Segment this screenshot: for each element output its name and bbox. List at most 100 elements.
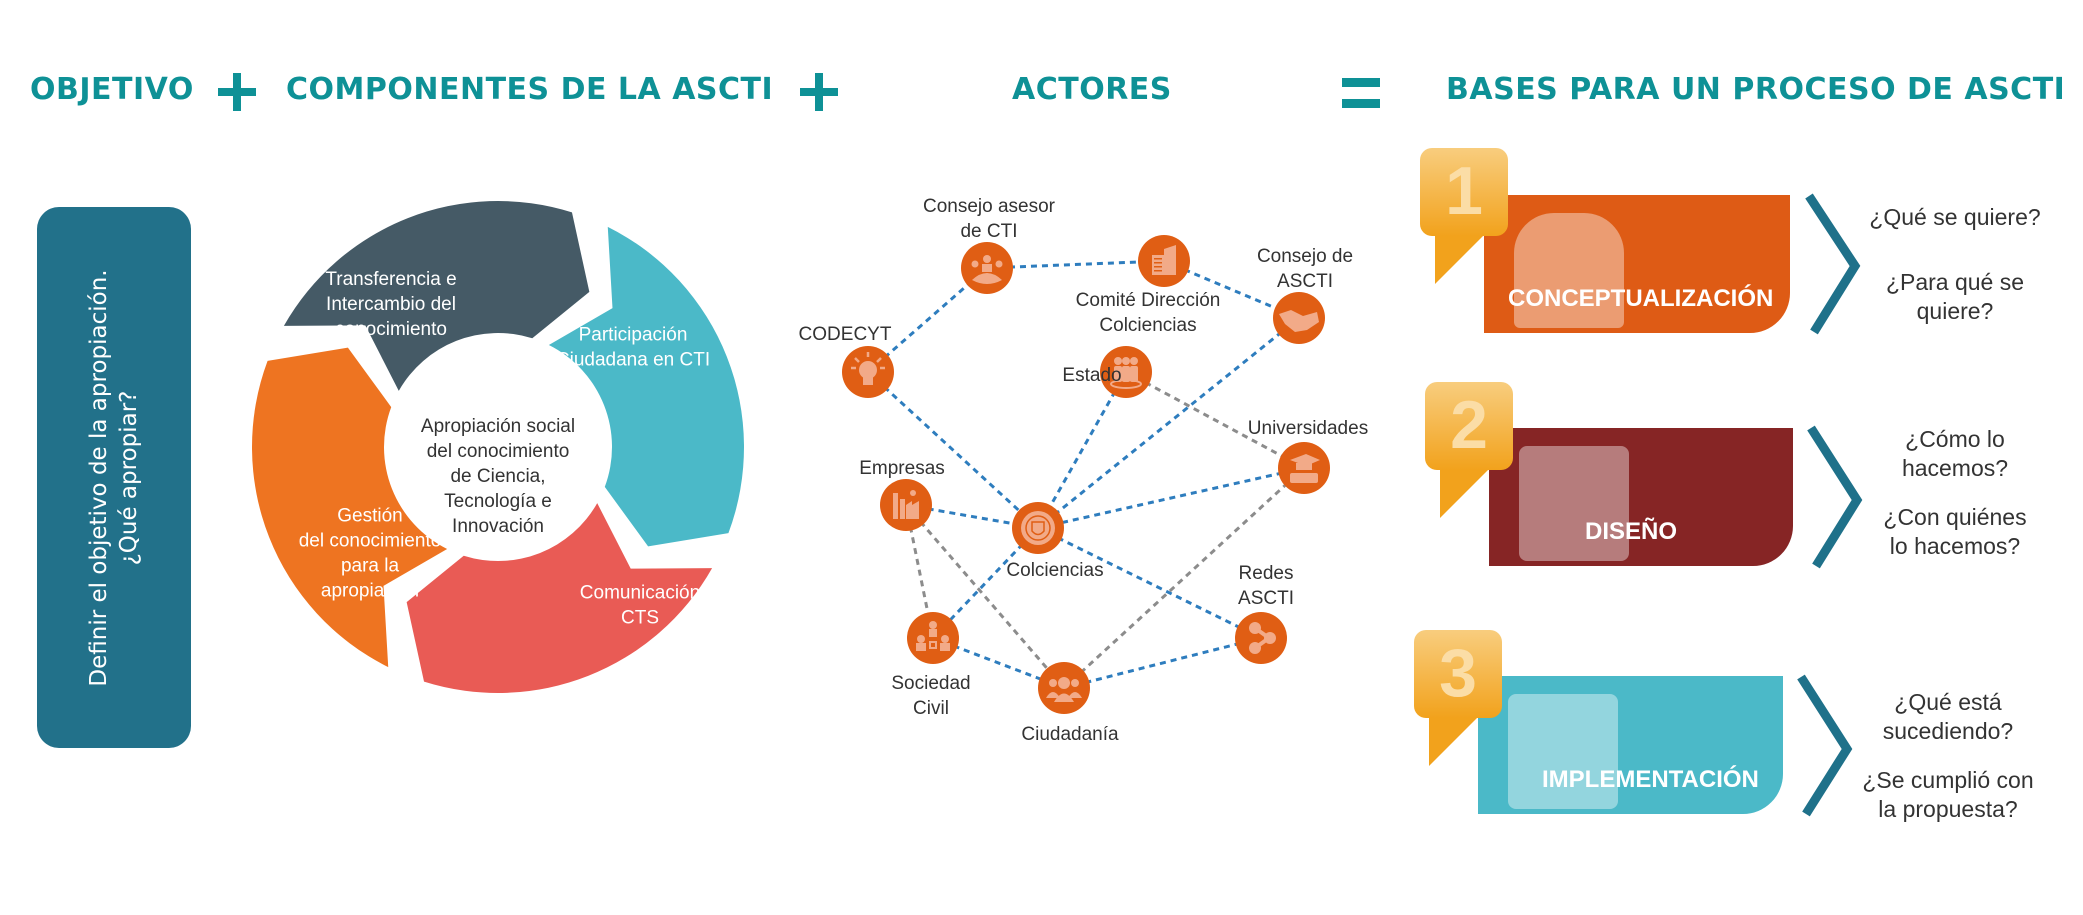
actor-node-consejo_asesor bbox=[961, 242, 1013, 294]
network-people-icon bbox=[916, 621, 950, 651]
actor-label-consejo_ascti: Consejo de bbox=[1257, 246, 1353, 267]
group-icon bbox=[1110, 357, 1142, 389]
actor-label-redes: ASCTI bbox=[1238, 588, 1294, 609]
center-circle bbox=[392, 341, 604, 553]
ring-segment-0 bbox=[283, 201, 590, 391]
lightbulb-icon bbox=[851, 352, 885, 385]
actor-label-sociedad_civil: Sociedad bbox=[891, 673, 970, 694]
plus-operator-1 bbox=[218, 73, 256, 111]
actor-node-consejo_ascti bbox=[1273, 292, 1325, 344]
step-number-badge-2: 2 bbox=[1425, 382, 1513, 470]
ring-segment-2-label: Comunicación bbox=[580, 583, 700, 604]
link-empresas-ciudadania bbox=[904, 504, 1066, 689]
actor-node-ciudadania bbox=[1038, 662, 1090, 714]
step-1-question-1: ¿Qué se quiere? bbox=[1869, 204, 2041, 230]
chevron-right-icon bbox=[1805, 193, 1861, 335]
person-laptop-icon bbox=[1514, 213, 1624, 328]
step-badge-tail bbox=[1435, 234, 1485, 284]
actor-node-circle bbox=[1235, 612, 1287, 664]
factory-icon bbox=[893, 490, 919, 519]
step-number-badge-3: 3 bbox=[1414, 630, 1502, 718]
center-label-1: del conocimiento bbox=[427, 441, 570, 462]
actor-node-codecyt bbox=[842, 346, 894, 398]
step-label-1: CONCEPTUALIZACIÓN bbox=[1508, 285, 1774, 312]
actor-node-colciencias bbox=[1012, 502, 1064, 554]
actor-label-empresas: Empresas bbox=[859, 458, 945, 479]
ring-segment-0-label: Transferencia e bbox=[325, 269, 456, 290]
people-icon bbox=[1046, 677, 1082, 702]
link-ciudadania-redes bbox=[1063, 636, 1262, 690]
objective-box: Definir el objetivo de la apropiación. ¿… bbox=[37, 207, 191, 748]
step-number: 1 bbox=[1445, 153, 1483, 229]
step-badge-tail bbox=[1440, 468, 1490, 518]
center-label-2: de Ciencia, bbox=[450, 466, 545, 487]
center-label-0: Apropiación social bbox=[421, 416, 575, 437]
actor-node-estado bbox=[1100, 346, 1152, 398]
ring-segment-3-label: para la bbox=[341, 556, 400, 577]
coat-of-arms-icon bbox=[1021, 511, 1055, 545]
actor-node-universidades bbox=[1278, 442, 1330, 494]
ring-segment-3-label: apropiación bbox=[321, 581, 419, 602]
step-number-badge-1: 1 bbox=[1420, 148, 1508, 236]
actor-label-consejo_ascti: ASCTI bbox=[1277, 271, 1333, 292]
share-icon bbox=[1249, 622, 1276, 654]
step-badge-tail bbox=[1429, 716, 1479, 766]
link-codecyt-colciencias bbox=[866, 370, 1040, 530]
ring-segment-3 bbox=[252, 347, 448, 668]
computer-mouse-icon bbox=[1519, 446, 1629, 561]
chevron-right-icon bbox=[1797, 674, 1853, 817]
link-estado-colciencias bbox=[1036, 371, 1128, 529]
step-label-2: DISEÑO bbox=[1585, 518, 1678, 545]
actor-node-sociedad_civil bbox=[907, 612, 959, 664]
actor-label-comite: Comité Dirección bbox=[1076, 290, 1221, 311]
ring-segment-0-label: Intercambio del bbox=[326, 294, 456, 315]
ring-segment-1 bbox=[548, 226, 745, 547]
link-consejo_asesor-comite bbox=[986, 259, 1165, 270]
actor-label-comite: Colciencias bbox=[1099, 315, 1196, 336]
actor-label-universidades: Universidades bbox=[1248, 418, 1368, 439]
step-card-2: DISEÑO bbox=[1489, 428, 1793, 566]
ring-segment-2-label: CTS bbox=[621, 608, 659, 629]
building-icon bbox=[1152, 245, 1176, 275]
link-universidades-colciencias bbox=[1037, 466, 1305, 530]
link-colciencias-redes bbox=[1037, 526, 1262, 640]
actor-label-codecyt: CODECYT bbox=[799, 324, 892, 345]
graduation-cap-icon bbox=[1290, 454, 1320, 483]
ring-segment-1-label: Ciudadana en CTI bbox=[556, 350, 710, 371]
step-chevrons bbox=[1797, 193, 1863, 817]
actor-node-empresas bbox=[880, 479, 932, 531]
actor-label-estado: Estado bbox=[1062, 365, 1121, 386]
link-estado-universidades bbox=[1125, 370, 1305, 470]
actor-label-ciudadania: Ciudadanía bbox=[1021, 724, 1119, 745]
actor-label-consejo_asesor: Consejo asesor bbox=[923, 196, 1056, 217]
ring-segment-1-label: Participación bbox=[579, 325, 688, 346]
actor-label-redes: Redes bbox=[1239, 563, 1294, 584]
handshake-icon bbox=[1279, 310, 1319, 332]
meeting-icon bbox=[971, 255, 1003, 284]
link-consejo_ascti-colciencias bbox=[1037, 316, 1300, 530]
tablet-chart-icon bbox=[1508, 694, 1618, 809]
equals-operator bbox=[1342, 78, 1380, 108]
ring-segment-0-label: conocimiento bbox=[335, 319, 447, 340]
step-number: 3 bbox=[1439, 635, 1477, 711]
components-center: Apropiación social del conocimiento de C… bbox=[392, 341, 604, 553]
actor-node-comite bbox=[1138, 235, 1190, 287]
step-label-3: IMPLEMENTACIÓN bbox=[1542, 766, 1759, 793]
step-card-1: CONCEPTUALIZACIÓN bbox=[1484, 195, 1790, 333]
step-number: 2 bbox=[1450, 387, 1488, 463]
ring-segment-3-label: Gestión bbox=[337, 506, 402, 527]
header-objetivo: OBJETIVO bbox=[30, 72, 194, 107]
step-card-3: IMPLEMENTACIÓN bbox=[1478, 676, 1783, 814]
actor-node-circle bbox=[907, 612, 959, 664]
components-ring: Transferencia e Intercambio del conocimien… bbox=[252, 201, 745, 693]
link-codecyt-consejo_asesor bbox=[867, 266, 988, 374]
header-componentes: COMPONENTES DE LA ASCTI bbox=[286, 72, 774, 107]
plus-operator-2 bbox=[800, 73, 838, 111]
actor-label-sociedad_civil: Civil bbox=[913, 698, 949, 719]
